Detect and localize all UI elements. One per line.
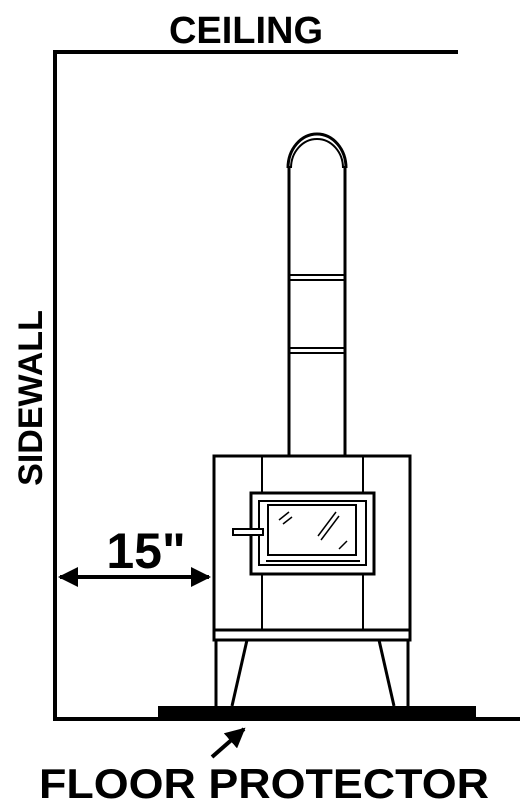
clearance-label: 15" bbox=[106, 523, 185, 579]
chimney-pipe bbox=[286, 132, 348, 456]
floor-protector-label: FLOOR PROTECTOR bbox=[39, 760, 489, 804]
floor-protector-pointer-arrow bbox=[210, 727, 246, 759]
wood-stove bbox=[212, 454, 412, 707]
door-handle bbox=[232, 528, 264, 536]
stove-door bbox=[249, 491, 376, 576]
ceiling-label: CEILING bbox=[169, 10, 323, 52]
floor-protector bbox=[158, 706, 476, 717]
sidewall-label: SIDEWALL bbox=[12, 310, 50, 486]
